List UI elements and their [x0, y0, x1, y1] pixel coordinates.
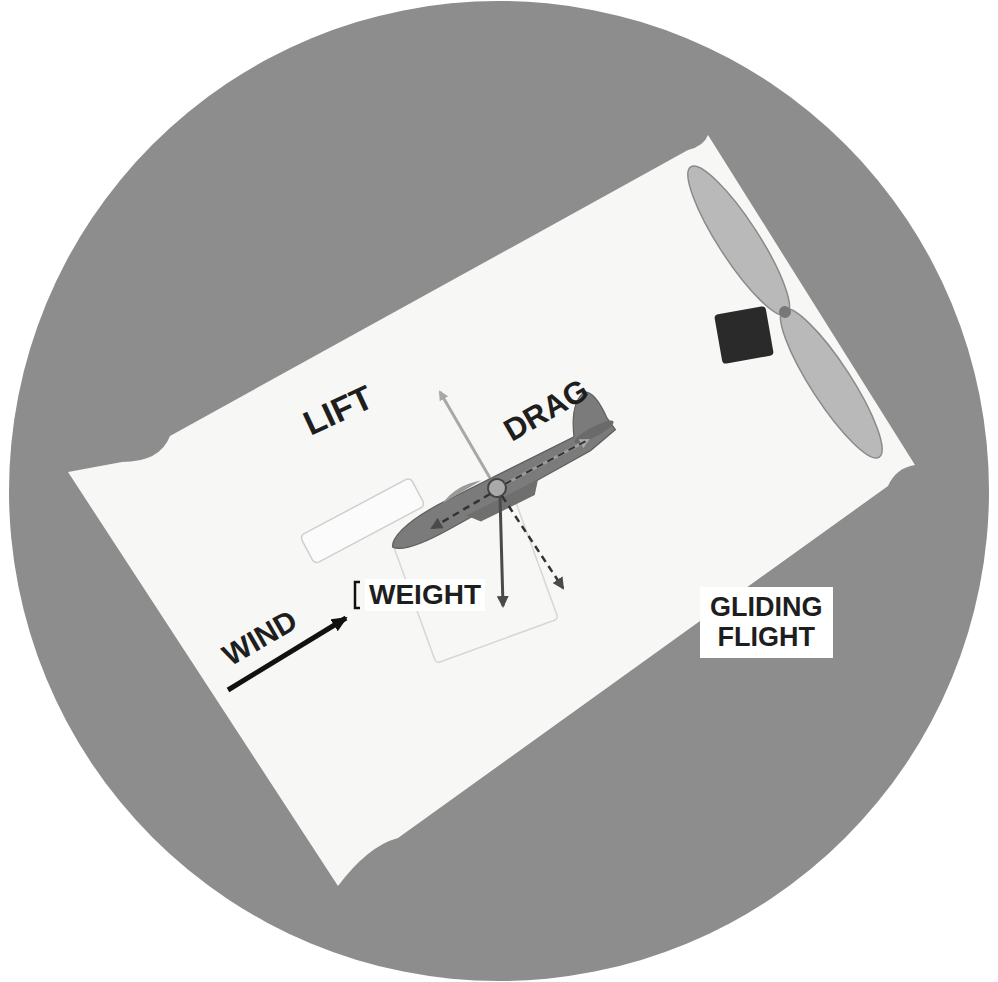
bracket — [355, 582, 360, 608]
card — [68, 135, 915, 886]
airplane-model — [370, 386, 626, 565]
title-panel: GLIDING FLIGHT — [700, 587, 833, 658]
force-label: WEIGHT — [365, 579, 485, 611]
title: GLIDING FLIGHT — [710, 592, 823, 652]
drag-dash — [505, 441, 586, 484]
drag-arrow — [505, 440, 588, 484]
lift-arrow — [440, 392, 490, 478]
weight-arrow — [500, 496, 503, 606]
thrust-component — [432, 494, 490, 528]
slot — [300, 477, 425, 564]
pivot-block — [714, 306, 774, 364]
propeller — [674, 156, 896, 468]
resultant-arrow — [502, 496, 563, 588]
backdrop-circle — [9, 1, 989, 981]
